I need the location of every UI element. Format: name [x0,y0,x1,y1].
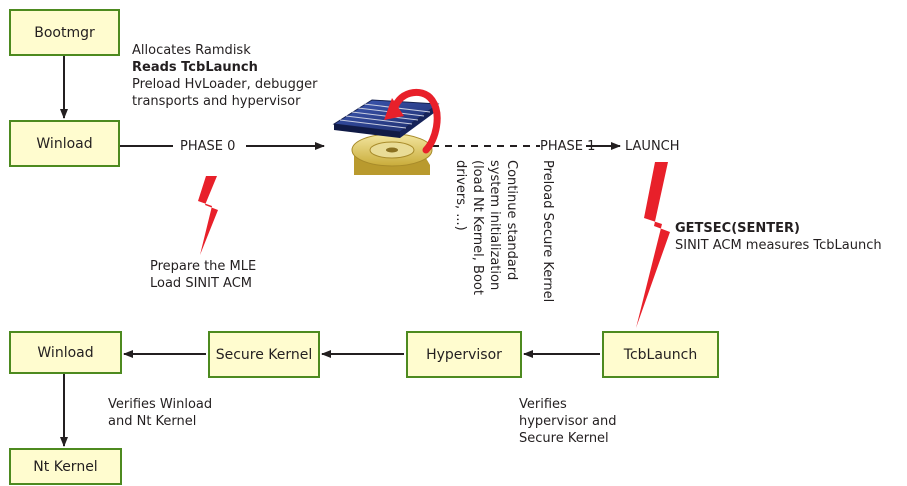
phase0-note-line2: Load SINIT ACM [150,276,252,291]
node-secure-kernel: Secure Kernel [208,331,320,378]
getsec-note: GETSEC(SENTER) SINIT ACM measures TcbLau… [675,220,882,254]
phase1-preload-text: Preload Secure Kernel [540,160,555,303]
verifies-winload-line1: Verifies Winload [108,397,213,412]
verifies-hv-line2: hypervisor and [519,414,617,429]
node-bootmgr: Bootmgr [9,9,120,56]
phase0-label: PHASE 0 [180,139,236,154]
bootmgr-note-line2: Reads TcbLaunch [132,60,258,75]
bootmgr-note: Allocates Ramdisk Reads TcbLaunch Preloa… [132,42,317,110]
verifies-winload-note: Verifies Winload and Nt Kernel [108,396,212,430]
getsec-note-line1: GETSEC(SENTER) [675,221,800,236]
bootmgr-note-line1: Allocates Ramdisk [132,43,251,58]
phase1-continue-line3: (load Nt Kernel, Boot [470,160,485,295]
cpu-chip-icon [332,99,440,138]
node-tcblaunch: TcbLaunch [602,331,719,378]
getsec-note-line2: SINIT ACM measures TcbLaunch [675,238,882,253]
node-hypervisor: Hypervisor [406,331,522,378]
phase1-label: PHASE 1 [540,139,596,154]
phase1-continue-text: Continue standard system initialization … [452,160,520,295]
verifies-hv-line3: Secure Kernel [519,431,609,446]
node-winload-bottom: Winload [9,331,122,374]
launch-label: LAUNCH [625,139,680,154]
node-nt-kernel: Nt Kernel [9,448,122,485]
lightning-bolt-icon [198,176,218,255]
node-winload-top: Winload [9,120,120,167]
bootmgr-note-line4: transports and hypervisor [132,94,301,109]
phase0-note: Prepare the MLE Load SINIT ACM [150,258,256,292]
curved-arrow-icon [384,88,441,154]
phase1-continue-line4: drivers, ...) [453,160,468,231]
phase1-continue-line1: Continue standard [504,160,519,281]
lightning-bolt-icon [636,162,670,328]
verifies-hv-line1: Verifies [519,397,567,412]
bootmgr-note-line3: Preload HvLoader, debugger [132,77,318,92]
verifies-hypervisor-note: Verifies hypervisor and Secure Kernel [519,396,617,447]
phase1-continue-line2: system initialization [487,160,502,291]
hard-disk-icon [351,133,433,175]
phase0-note-line1: Prepare the MLE [150,259,257,274]
verifies-winload-line2: and Nt Kernel [108,414,197,429]
